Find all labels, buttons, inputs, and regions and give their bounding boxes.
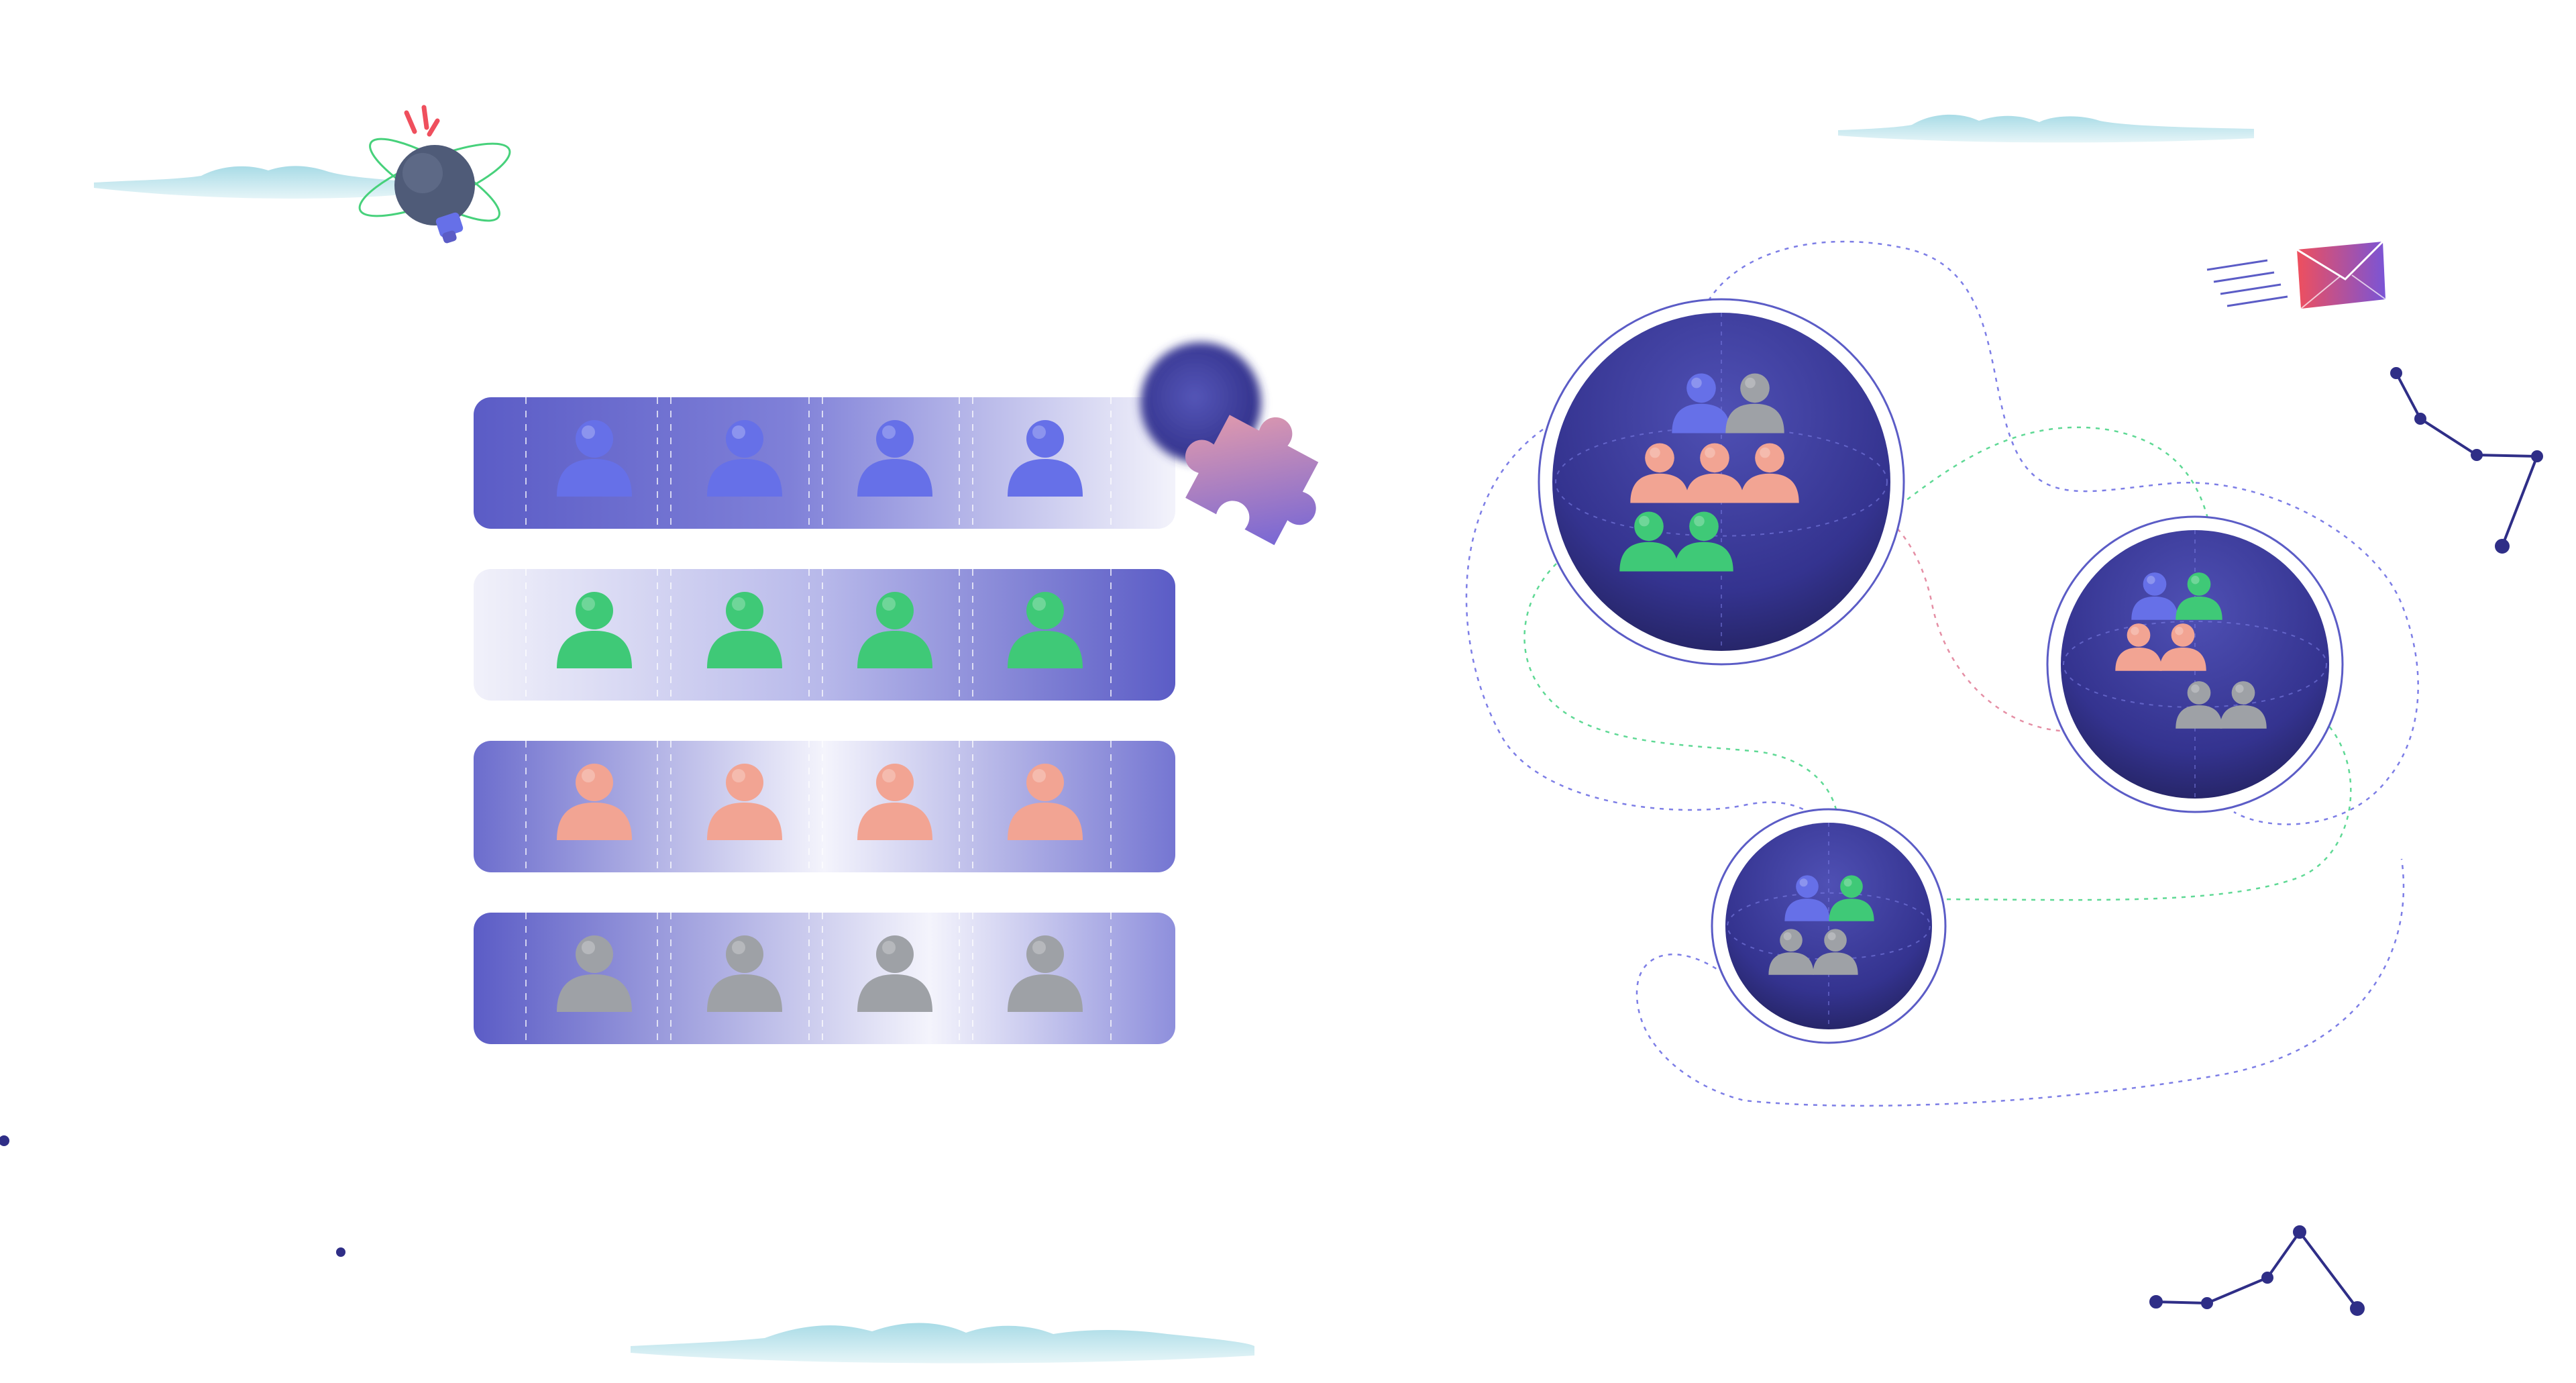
- person-icon: [2220, 681, 2267, 729]
- person-icon: [557, 420, 632, 497]
- person-icon: [857, 420, 932, 497]
- group-bar-blue: [474, 397, 1175, 529]
- cloud-icon: [631, 1323, 1254, 1364]
- person-icon: [707, 420, 782, 497]
- group-bars: [474, 397, 1175, 1044]
- group-bar-gray: [474, 913, 1175, 1044]
- envelope-icon: [2206, 240, 2386, 309]
- group-bar-green: [474, 569, 1175, 701]
- person-icon: [707, 764, 782, 840]
- decorative-dot: [336, 1247, 345, 1257]
- person-icon: [557, 592, 632, 668]
- person-icon: [557, 935, 632, 1012]
- person-icon: [1008, 420, 1083, 497]
- cluster-2: [2046, 515, 2344, 813]
- puzzle-piece-icon: [1185, 415, 1319, 546]
- person-icon: [2176, 572, 2222, 620]
- person-icon: [2176, 681, 2222, 729]
- person-icon: [1674, 511, 1733, 572]
- clusters: [1538, 298, 2344, 1044]
- person-icon: [1619, 511, 1678, 572]
- person-icon: [1008, 935, 1083, 1012]
- person-icon: [857, 764, 932, 840]
- group-bar-pink: [474, 741, 1175, 872]
- person-icon: [1740, 443, 1799, 503]
- cluster-3: [1711, 808, 1947, 1044]
- person-icon: [857, 592, 932, 668]
- constellation-icon: [2390, 367, 2543, 554]
- cloud-icon: [94, 166, 402, 199]
- person-icon: [2131, 572, 2178, 620]
- person-icon: [1685, 443, 1744, 503]
- connection-paths: [1465, 240, 2419, 1107]
- person-icon: [1784, 875, 1830, 921]
- person-icon: [1008, 592, 1083, 668]
- person-icon: [1725, 373, 1784, 433]
- lightbulb-icon: [358, 105, 511, 244]
- person-icon: [707, 592, 782, 668]
- person-icon: [1768, 929, 1814, 975]
- cloud-icon: [1838, 114, 2254, 143]
- person-icon: [1672, 373, 1731, 433]
- person-icon: [707, 935, 782, 1012]
- person-icon: [1630, 443, 1689, 503]
- person-icon: [2115, 623, 2162, 671]
- person-icon: [1008, 764, 1083, 840]
- person-icon: [557, 764, 632, 840]
- person-icon: [1829, 875, 1874, 921]
- person-icon: [2159, 623, 2206, 671]
- decorative-dot: [0, 1135, 9, 1146]
- cluster-1: [1538, 298, 1905, 666]
- person-icon: [857, 935, 932, 1012]
- person-icon: [1813, 929, 1858, 975]
- constellation-icon: [2149, 1225, 2365, 1316]
